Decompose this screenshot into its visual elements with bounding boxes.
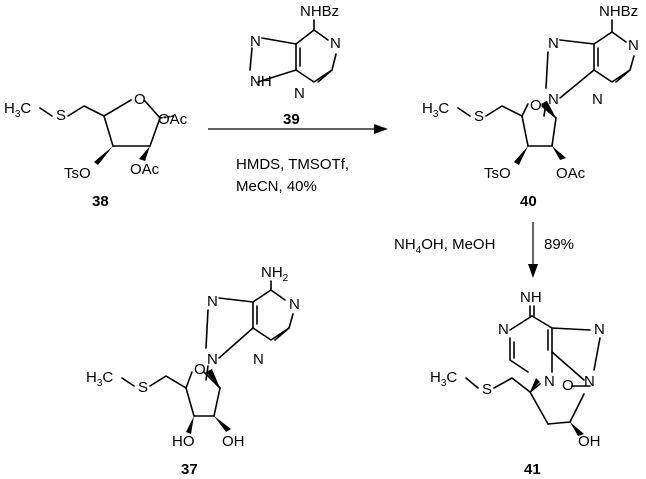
ring-oxygen-label-37: O <box>194 361 206 378</box>
n3-label-39: N <box>294 85 305 102</box>
conditions-step1-line2: MeCN, 40% <box>236 178 317 195</box>
n1-label-39: N <box>330 35 341 52</box>
nhbz-label-40: NHBz <box>599 3 638 20</box>
ring-oxygen-label-41: O <box>562 377 574 394</box>
n3-label-37: N <box>253 351 264 368</box>
n3-label-40: N <box>592 91 603 108</box>
oac-anomeric-label-38: OAc <box>158 111 188 128</box>
oh-label-37: OH <box>222 433 245 450</box>
sulfur-label-40: S <box>474 108 484 125</box>
compound-number-40: 40 <box>520 193 537 210</box>
n1-label-41: N <box>498 321 509 338</box>
h3c-label-41: H3C <box>430 369 457 389</box>
n7-label-41: N <box>594 321 605 338</box>
reaction-arrow-step1: HMDS, TMSOTf, MeCN, 40% <box>208 124 388 195</box>
h3c-label-38: H3C <box>4 100 31 120</box>
n7-label-39: N <box>250 33 261 50</box>
oac-label-40: OAc <box>556 165 586 182</box>
ring-oxygen-label-38: O <box>134 91 146 108</box>
compound-37: NH2 N N N N H3C S O HO OH 37 <box>86 264 300 478</box>
ho-label-37: HO <box>172 433 195 450</box>
n9-label-41: N <box>584 373 595 390</box>
n3-label-41: N <box>544 373 555 390</box>
ring-oxygen-label-40: O <box>530 97 542 114</box>
sulfur-label-37: S <box>138 379 148 396</box>
compound-38: H3C S O OAc OAc TsO 38 <box>4 91 188 210</box>
compound-number-41: 41 <box>524 461 541 478</box>
tso-label-40: TsO <box>484 165 511 182</box>
compound-number-37: 37 <box>181 461 198 478</box>
compound-number-39: 39 <box>283 111 300 128</box>
oac-c2-label-38: OAc <box>130 161 160 178</box>
compound-number-38: 38 <box>92 193 109 210</box>
nh-label-41: NH <box>520 289 542 306</box>
n1-label-40: N <box>628 37 639 54</box>
conditions-step1-line1: HMDS, TMSOTf, <box>236 156 349 173</box>
n1-label-37: N <box>289 296 300 313</box>
sulfur-label-41: S <box>482 381 492 398</box>
compound-41: NH N N N N H3C S O OH 41 <box>430 289 605 478</box>
compound-40: NHBz N N N N H3C S O OAc TsO 40 <box>422 3 639 210</box>
n9-label-37: N <box>207 351 218 368</box>
h3c-label-40: H3C <box>422 100 449 120</box>
n9-label-40: N <box>548 91 559 108</box>
conditions-step2-reagent: NH4OH, MeOH <box>394 236 495 256</box>
conditions-step2-yield: 89% <box>544 236 574 253</box>
sulfur-label-38: S <box>56 107 66 124</box>
n7-label-37: N <box>207 293 218 310</box>
compound-39: NHBz N N NH N 39 <box>249 3 341 128</box>
oh-label-41: OH <box>578 433 601 450</box>
h3c-label-37: H3C <box>86 369 113 389</box>
nhbz-label-39: NHBz <box>300 3 339 20</box>
nh2-label-37: NH2 <box>261 264 289 284</box>
n7-label-40: N <box>548 35 559 52</box>
tso-label-38: TsO <box>64 165 91 182</box>
reaction-arrow-step2: NH4OH, MeOH 89% <box>394 222 574 278</box>
